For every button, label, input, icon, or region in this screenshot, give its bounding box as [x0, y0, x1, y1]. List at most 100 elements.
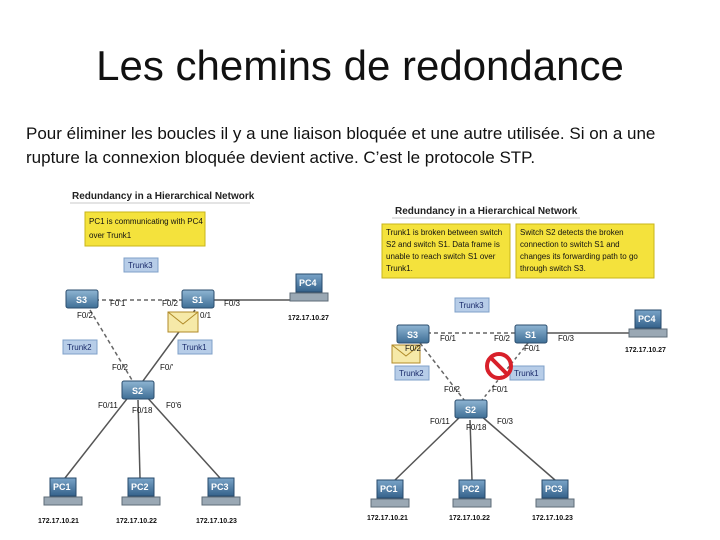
svg-text:172.17.10.27: 172.17.10.27	[288, 315, 329, 322]
svg-text:F0/': F0/'	[160, 363, 174, 372]
right-link-s2-pc1	[394, 414, 463, 481]
svg-text:changes its forwarding path to: changes its forwarding path to go	[520, 252, 638, 261]
svg-text:F0'6: F0'6	[166, 401, 182, 410]
svg-text:S1: S1	[192, 295, 203, 305]
svg-text:172.17.10.23: 172.17.10.23	[196, 518, 237, 525]
svg-text:S3: S3	[76, 295, 87, 305]
right-link-s2-pc2	[469, 419, 473, 481]
svg-text:F0/3: F0/3	[497, 417, 514, 426]
right-diagram-title: Redundancy in a Hierarchical Network	[395, 206, 578, 217]
left-link-s3-s2	[89, 309, 136, 386]
left-link-s2-pc3	[144, 394, 221, 479]
right-note-reroute: Switch S2 detects the broken connection …	[515, 223, 655, 279]
right-switch-s3: S3	[396, 324, 430, 344]
left-envelope-icon	[167, 311, 199, 333]
svg-text:F0/18: F0/18	[466, 423, 487, 432]
svg-text:F0/2: F0/2	[112, 363, 129, 372]
right-pc4: PC4 172.17.10.27	[625, 309, 668, 354]
left-pc3: PC3 172.17.10.23	[196, 477, 241, 525]
left-note: PC1 is communicating with PC4 over Trunk…	[84, 211, 206, 247]
right-switch-s1: S1	[514, 324, 548, 344]
svg-text:Trunk3: Trunk3	[459, 301, 484, 310]
svg-text:S3: S3	[407, 330, 418, 340]
svg-text:Trunk1: Trunk1	[514, 369, 539, 378]
right-pc2: PC2 172.17.10.22	[449, 479, 492, 522]
svg-text:Trunk1 is broken between switc: Trunk1 is broken between switch	[386, 228, 502, 237]
right-trunk2-tag: Trunk2	[394, 365, 430, 381]
svg-text:F0'1: F0'1	[110, 299, 126, 308]
right-envelope-icon	[391, 344, 421, 364]
left-trunk3-tag: Trunk3	[123, 257, 159, 273]
right-link-s1-s2-broken	[477, 342, 529, 406]
left-link-s2-pc1	[64, 394, 131, 479]
left-pc1: PC1 172.17.10.21	[38, 477, 83, 525]
left-trunk2-tag: Trunk2	[62, 339, 98, 355]
svg-text:Trunk1.: Trunk1.	[386, 264, 413, 273]
svg-text:F0/1: F0/1	[440, 334, 457, 343]
left-switch-s1: S1	[181, 289, 215, 309]
right-note-broken: Trunk1 is broken between switch S2 and s…	[381, 223, 511, 279]
left-pc2: PC2 172.17.10.22	[116, 477, 161, 525]
left-link-s2-pc2	[137, 399, 141, 479]
svg-text:F0/3: F0/3	[224, 299, 241, 308]
right-pc1: PC1 172.17.10.21	[367, 479, 410, 522]
svg-text:F0/11: F0/11	[98, 401, 118, 410]
svg-text:PC1: PC1	[380, 484, 398, 494]
svg-text:172.17.10.21: 172.17.10.21	[38, 518, 79, 525]
left-diagram: Redundancy in a Hierarchical Network PC1…	[38, 191, 329, 525]
svg-text:F0/2: F0/2	[162, 299, 179, 308]
svg-text:F0/11: F0/11	[430, 417, 450, 426]
svg-text:PC4: PC4	[638, 314, 656, 324]
svg-text:over Trunk1: over Trunk1	[89, 231, 132, 240]
right-links	[394, 332, 650, 481]
svg-text:172.17.10.22: 172.17.10.22	[116, 518, 157, 525]
svg-text:S2: S2	[465, 405, 476, 415]
svg-text:through switch S3.: through switch S3.	[520, 264, 586, 273]
svg-text:unable to reach switch S1 over: unable to reach switch S1 over	[386, 252, 496, 261]
right-diagram: Redundancy in a Hierarchical Network Tru…	[367, 206, 668, 522]
right-link-s3-s2	[419, 342, 469, 406]
svg-text:F0/2: F0/2	[77, 311, 94, 320]
svg-text:Trunk2: Trunk2	[67, 343, 92, 352]
svg-text:PC2: PC2	[462, 484, 480, 494]
right-trunk3-tag: Trunk3	[454, 297, 490, 313]
svg-text:PC1 is communicating with PC4: PC1 is communicating with PC4	[89, 217, 203, 226]
svg-text:Trunk1: Trunk1	[182, 343, 207, 352]
slide-title: Les chemins de redondance	[96, 42, 624, 89]
left-switch-s2: S2	[121, 380, 155, 400]
svg-text:Trunk3: Trunk3	[128, 261, 153, 270]
left-switch-s3: S3	[65, 289, 99, 309]
svg-text:Switch S2 detects the broken: Switch S2 detects the broken	[520, 228, 624, 237]
svg-text:172.17.10.22: 172.17.10.22	[449, 515, 490, 522]
right-switch-s2: S2	[454, 399, 488, 419]
left-links	[64, 299, 310, 479]
svg-text:F0/18: F0/18	[132, 406, 153, 415]
right-trunk1-tag: Trunk1	[509, 365, 545, 381]
svg-text:F0/1: F0/1	[524, 344, 541, 353]
svg-text:PC4: PC4	[299, 278, 317, 288]
svg-text:PC3: PC3	[211, 482, 229, 492]
svg-text:F0/3: F0/3	[558, 334, 575, 343]
left-pc4: PC4 172.17.10.27	[288, 273, 329, 322]
svg-text:0/1: 0/1	[200, 311, 212, 320]
svg-text:connection to switch S1 and: connection to switch S1 and	[520, 240, 620, 249]
svg-text:S2: S2	[132, 386, 143, 396]
right-link-s2-pc3	[479, 414, 556, 481]
svg-text:PC3: PC3	[545, 484, 563, 494]
svg-text:172.17.10.21: 172.17.10.21	[367, 515, 408, 522]
left-diagram-title: Redundancy in a Hierarchical Network	[72, 191, 255, 202]
svg-text:F0/2: F0/2	[405, 344, 422, 353]
svg-text:172.17.10.23: 172.17.10.23	[532, 515, 573, 522]
right-pc3: PC3 172.17.10.23	[532, 479, 575, 522]
svg-text:F0/1: F0/1	[492, 385, 509, 394]
svg-text:S2 and switch S1. Data frame i: S2 and switch S1. Data frame is	[386, 240, 500, 249]
svg-text:S1: S1	[525, 330, 536, 340]
svg-text:F0/2: F0/2	[444, 385, 461, 394]
slide-description: Pour éliminer les boucles il y a une lia…	[26, 124, 656, 167]
svg-text:172.17.10.27: 172.17.10.27	[625, 347, 666, 354]
svg-text:PC2: PC2	[131, 482, 149, 492]
left-trunk1-tag: Trunk1	[177, 339, 213, 355]
blocked-link-icon	[485, 352, 513, 380]
svg-text:Trunk2: Trunk2	[399, 369, 424, 378]
